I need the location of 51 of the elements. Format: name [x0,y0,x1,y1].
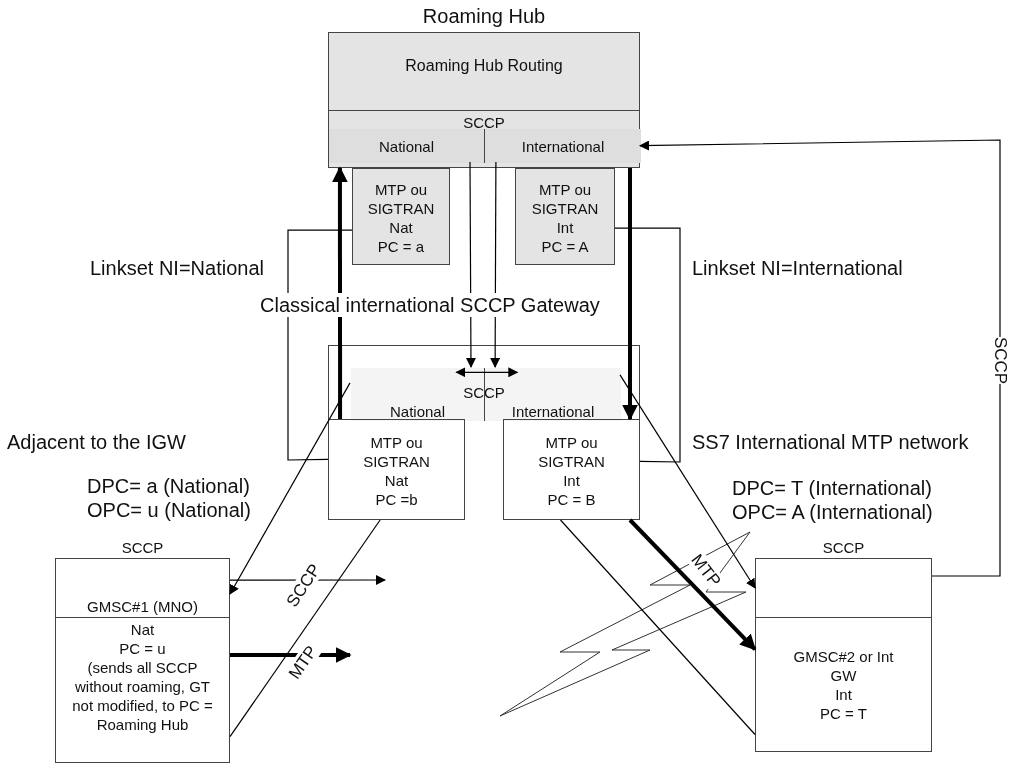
node-text: MTP ou SIGTRAN [366,180,436,218]
node-text: Nat [130,620,155,639]
annotation-text: Classical international SCCP Gateway [258,293,602,317]
link-line [287,229,353,461]
link-line [559,519,756,736]
arrow [465,161,476,368]
node-text: Roaming Hub Routing [405,55,563,75]
node-text: GMSC#2 or Int GW [792,647,895,685]
node-text: PC = A [541,237,589,256]
node-text: International [511,402,595,421]
layer-cell [485,129,641,163]
node-box [328,419,465,520]
layer-cell [329,129,485,163]
arrow [628,518,757,651]
node-text: PC = B [547,490,596,509]
node-text: MTP ou SIGTRAN [362,433,431,471]
node-text: Nat [389,218,413,237]
node-text: Int [835,685,852,704]
node-box [503,419,640,520]
arrow [639,139,1001,577]
arrow [622,168,638,421]
node-text: GMSC#1 (MNO) [87,597,198,616]
node-text: (sends all SCCP without roaming, GT not modified, to PC = Roaming Hub [71,658,214,734]
node-box [515,168,615,265]
arrow [455,367,519,378]
arrow [331,166,348,419]
arrow [619,374,756,589]
box-heading: SCCP [821,539,866,557]
box-heading: SCCP [120,539,165,557]
node-text: PC = u [119,639,166,658]
node-text: National [389,402,445,421]
node-text: National [378,136,434,156]
node-text: Nat [384,471,409,490]
box-heading: Roaming Hub [421,4,547,28]
node-text: SCCP [463,113,505,132]
node-text: PC = a [377,237,425,256]
node-text: MTP ou SIGTRAN [530,180,600,218]
arrow [490,161,501,368]
node-box [755,617,932,752]
node-text: Int [556,218,574,237]
link-line [614,227,681,463]
node-text: MTP ou SIGTRAN [537,433,606,471]
node-text: PC =b [375,490,418,509]
node-box [352,168,450,265]
node-text: Int [563,471,580,490]
link-line [229,519,381,738]
node-text: PC = T [820,704,867,723]
node-box [55,617,230,763]
node-text: International [521,136,605,156]
protocol-layer-box [328,345,640,420]
arrow [229,382,351,595]
